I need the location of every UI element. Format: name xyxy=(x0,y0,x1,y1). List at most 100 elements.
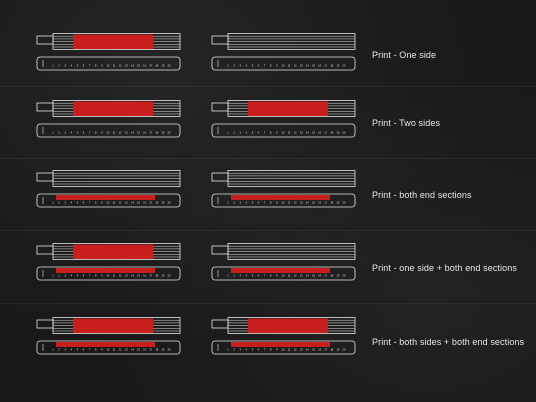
ruler-scale-number: 1 xyxy=(227,200,229,204)
ruler-scale-number: 18 xyxy=(330,63,333,67)
ruler-scale-number: 20 xyxy=(343,200,346,204)
ruler-scale-number: 16 xyxy=(143,130,146,134)
row-divider xyxy=(0,303,536,304)
ruler-scale-number: 14 xyxy=(131,130,134,134)
ruler-scale-number: 20 xyxy=(343,273,346,277)
ruler-hinge-tab xyxy=(36,102,54,112)
ruler-scale-number: 15 xyxy=(137,200,140,204)
ruler-scale-number: 11 xyxy=(113,130,116,134)
print-area-top xyxy=(73,244,153,259)
ruler-scale-number: 6 xyxy=(83,63,85,67)
ruler-scale-number: 8 xyxy=(95,130,97,134)
ruler-scale-number: 4 xyxy=(246,130,248,134)
ruler-scale-number: 5 xyxy=(252,63,254,67)
ruler-scale-number: 4 xyxy=(71,273,73,277)
ruler-scale-number: 5 xyxy=(77,273,79,277)
ruler-scale-number: 17 xyxy=(324,200,327,204)
ruler-scale-number: 2 xyxy=(58,347,60,351)
ruler-bottom-section xyxy=(36,123,181,138)
ruler-scale-number: 12 xyxy=(119,273,122,277)
ruler-scale-number: 15 xyxy=(137,63,140,67)
ruler-scale-number: 20 xyxy=(168,130,171,134)
ruler-scale-number: 13 xyxy=(300,200,303,204)
ruler-scale-number: 11 xyxy=(288,63,291,67)
ruler-scale-number: 17 xyxy=(324,130,327,134)
ruler-scale-number: 1 xyxy=(227,130,229,134)
ruler-scale-number: 9 xyxy=(101,200,103,204)
print-area-end-sections xyxy=(56,342,155,347)
ruler-scale-number: 17 xyxy=(149,347,152,351)
ruler-scale-number: 9 xyxy=(101,347,103,351)
ruler-scale-number: 9 xyxy=(276,273,278,277)
ruler-scale-number: 8 xyxy=(270,347,272,351)
ruler-scale-number: 12 xyxy=(294,273,297,277)
print-area-top xyxy=(73,34,153,49)
ruler-scale-number: 1 xyxy=(52,347,54,351)
print-option-label: Print - both sides + both end sections xyxy=(372,337,525,347)
print-option-label: Print - both end sections xyxy=(372,190,472,200)
ruler-scale-number: 7 xyxy=(264,130,266,134)
ruler-scale-number: 17 xyxy=(149,63,152,67)
ruler-scale-number: 18 xyxy=(155,273,158,277)
ruler-scale-number: 13 xyxy=(300,347,303,351)
ruler-scale-number: 7 xyxy=(264,273,266,277)
ruler-scale-number: 10 xyxy=(282,130,285,134)
ruler-scale-number: 5 xyxy=(77,347,79,351)
ruler-scale-number: 7 xyxy=(264,347,266,351)
ruler-scale-number: 6 xyxy=(258,200,260,204)
ruler-scale-number: 11 xyxy=(288,347,291,351)
ruler-scale-number: 4 xyxy=(71,347,73,351)
ruler-scale-number: 5 xyxy=(77,200,79,204)
ruler-scale-number: 2 xyxy=(58,273,60,277)
print-area-end-sections xyxy=(56,195,155,200)
ruler-scale-number: 19 xyxy=(336,130,339,134)
print-area-top xyxy=(73,318,153,333)
ruler-scale-number: 17 xyxy=(324,63,327,67)
ruler-scale-number: 19 xyxy=(161,130,164,134)
ruler-scale-number: 16 xyxy=(143,347,146,351)
ruler-bottom-section xyxy=(36,193,181,208)
ruler-scale-number: 8 xyxy=(270,273,272,277)
ruler-scale-number: 10 xyxy=(107,63,110,67)
ruler-scale-number: 2 xyxy=(233,130,235,134)
ruler-scale-number: 4 xyxy=(71,63,73,67)
ruler-scale-number: 5 xyxy=(252,130,254,134)
print-option-label: Print - one side + both end sections xyxy=(372,263,517,273)
ruler-scale-number: 2 xyxy=(233,347,235,351)
ruler-scale-number: 6 xyxy=(83,200,85,204)
ruler-scale-number: 2 xyxy=(233,63,235,67)
ruler-scale-number: 19 xyxy=(336,200,339,204)
ruler-scale-number: 7 xyxy=(264,200,266,204)
ruler-scale-number: 2 xyxy=(233,200,235,204)
ruler-scale-number: 17 xyxy=(149,130,152,134)
row-divider xyxy=(0,230,536,231)
ruler-scale-number: 12 xyxy=(294,347,297,351)
ruler-scale-number: 20 xyxy=(168,200,171,204)
ruler-scale-number: 10 xyxy=(282,63,285,67)
ruler-scale-number: 3 xyxy=(239,63,241,67)
ruler-scale-number: 6 xyxy=(83,130,85,134)
ruler-scale-number: 17 xyxy=(149,273,152,277)
ruler-scale-number: 14 xyxy=(131,200,134,204)
ruler-scale-number: 20 xyxy=(343,347,346,351)
ruler-scale-number: 13 xyxy=(300,130,303,134)
ruler-scale-number: 3 xyxy=(64,200,66,204)
ruler-scale-number: 14 xyxy=(306,200,309,204)
ruler-scale-number: 18 xyxy=(155,200,158,204)
ruler-scale-number: 1 xyxy=(52,200,54,204)
ruler-scale-number: 18 xyxy=(155,63,158,67)
ruler-scale-number: 7 xyxy=(89,63,91,67)
ruler-scale-number: 4 xyxy=(71,200,73,204)
print-option-label: Print - Two sides xyxy=(372,118,441,128)
ruler-scale-number: 18 xyxy=(330,200,333,204)
ruler-scale-number: 7 xyxy=(264,63,266,67)
ruler-scale-number: 2 xyxy=(58,130,60,134)
ruler-scale-number: 7 xyxy=(89,130,91,134)
ruler-scale-number: 4 xyxy=(71,130,73,134)
ruler-scale-number: 3 xyxy=(64,130,66,134)
ruler-scale-number: 14 xyxy=(131,63,134,67)
ruler-scale-number: 9 xyxy=(276,63,278,67)
